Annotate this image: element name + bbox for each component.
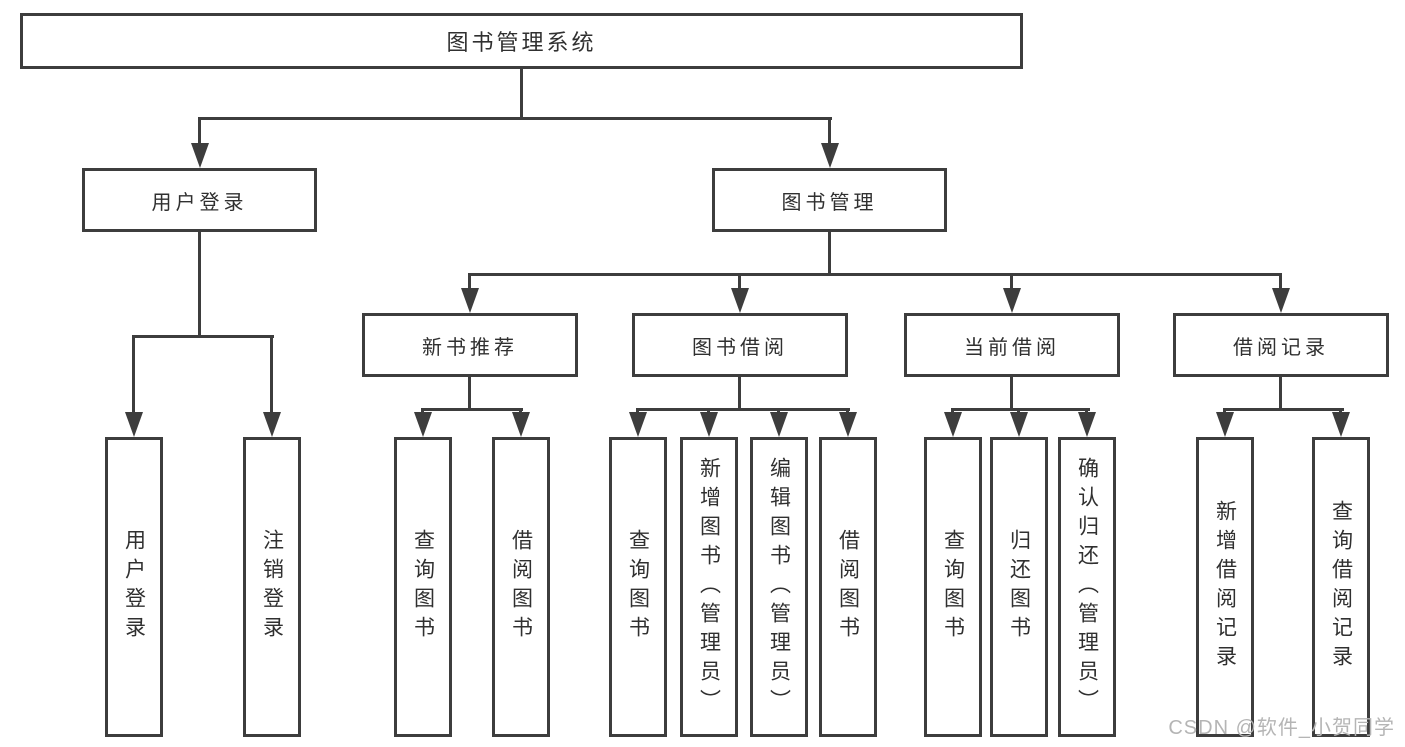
connector-arrow-login	[132, 335, 135, 413]
arrowhead-user-login-icon	[191, 143, 209, 168]
arrowhead-br-add-icon	[1216, 412, 1234, 437]
connector-arrow-rec-query	[421, 408, 424, 413]
connector-arrow-cb-confirm	[1085, 408, 1088, 413]
arrowhead-br-query-icon	[1332, 412, 1350, 437]
connector-book-borrow-branch	[636, 408, 850, 411]
arrowhead-bb-query-icon	[629, 412, 647, 437]
connector-arrow-user-login	[198, 117, 201, 144]
csdn-watermark: CSDN @软件_小贺同学	[1168, 717, 1395, 739]
connector-book-borrow-drop	[738, 377, 741, 408]
connector-borrow-records-branch	[1223, 408, 1344, 411]
connector-level3-branch	[468, 273, 1282, 276]
arrowhead-bb-edit-icon	[770, 412, 788, 437]
leaf-logout: 注销登录	[243, 437, 301, 737]
connector-arrow-borrow-records	[1279, 273, 1282, 289]
connector-arrow-book-borrow	[738, 273, 741, 289]
connector-arrow-cb-return	[1017, 408, 1020, 413]
arrowhead-cb-query-icon	[944, 412, 962, 437]
arrowhead-new-book-icon	[461, 288, 479, 313]
connector-current-borrow-branch	[951, 408, 1090, 411]
connector-level2-branch	[198, 117, 832, 120]
node-book-borrow: 图书借阅	[632, 313, 848, 377]
arrowhead-cb-return-icon	[1010, 412, 1028, 437]
connector-arrow-bb-edit	[777, 408, 780, 413]
arrowhead-bb-borrow-icon	[839, 412, 857, 437]
leaf-cb-query-books: 查询图书	[924, 437, 982, 737]
connector-book-management-drop	[828, 232, 831, 273]
node-book-management: 图书管理	[712, 168, 947, 232]
connector-arrow-cb-query	[951, 408, 954, 413]
connector-user-login-branch	[132, 335, 274, 338]
leaf-bb-query-books: 查询图书	[609, 437, 667, 737]
connector-arrow-logout	[270, 335, 273, 413]
connector-arrow-br-add	[1223, 408, 1226, 413]
connector-current-borrow-drop	[1010, 377, 1013, 408]
connector-arrow-book-management	[828, 117, 831, 144]
arrowhead-borrow-records-icon	[1272, 288, 1290, 313]
connector-user-login-drop	[198, 232, 201, 335]
leaf-br-query-record: 查询借阅记录	[1312, 437, 1370, 737]
leaf-cb-confirm-return-admin: 确认归还（管理员）	[1058, 437, 1116, 737]
arrowhead-rec-query-icon	[414, 412, 432, 437]
arrowhead-bb-add-icon	[700, 412, 718, 437]
connector-arrow-br-query	[1339, 408, 1342, 413]
leaf-bb-edit-books-admin: 编辑图书（管理员）	[750, 437, 808, 737]
node-user-login: 用户登录	[82, 168, 317, 232]
node-library-management-system: 图书管理系统	[20, 13, 1023, 69]
arrowhead-cb-confirm-icon	[1078, 412, 1096, 437]
connector-new-book-drop	[468, 377, 471, 408]
arrowhead-logout-icon	[263, 412, 281, 437]
leaf-rec-borrow-books: 借阅图书	[492, 437, 550, 737]
connector-root-drop	[520, 69, 523, 117]
connector-borrow-records-drop	[1279, 377, 1282, 408]
arrowhead-book-management-icon	[821, 143, 839, 168]
connector-arrow-bb-query	[636, 408, 639, 413]
arrowhead-login-icon	[125, 412, 143, 437]
connector-arrow-bb-borrow	[846, 408, 849, 413]
arrowhead-rec-borrow-icon	[512, 412, 530, 437]
connector-new-book-branch	[421, 408, 523, 411]
leaf-rec-query-books: 查询图书	[394, 437, 452, 737]
node-current-borrow: 当前借阅	[904, 313, 1120, 377]
arrowhead-book-borrow-icon	[731, 288, 749, 313]
connector-arrow-bb-add	[707, 408, 710, 413]
leaf-cb-return-books: 归还图书	[990, 437, 1048, 737]
leaf-bb-add-books-admin: 新增图书（管理员）	[680, 437, 738, 737]
arrowhead-current-borrow-icon	[1003, 288, 1021, 313]
node-new-book-recommend: 新书推荐	[362, 313, 578, 377]
connector-arrow-rec-borrow	[519, 408, 522, 413]
connector-arrow-current-borrow	[1010, 273, 1013, 289]
leaf-br-add-record: 新增借阅记录	[1196, 437, 1254, 737]
leaf-user-login: 用户登录	[105, 437, 163, 737]
connector-arrow-new-book	[468, 273, 471, 289]
leaf-bb-borrow-books: 借阅图书	[819, 437, 877, 737]
node-borrow-records: 借阅记录	[1173, 313, 1389, 377]
